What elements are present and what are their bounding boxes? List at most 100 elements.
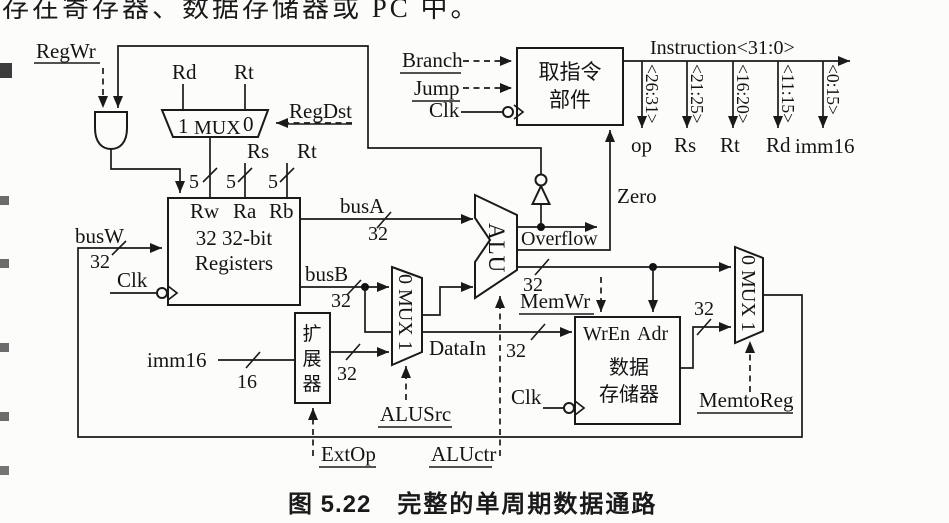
width-32: 32: [368, 223, 388, 245]
scan-artifact: [0, 196, 9, 205]
clock-wedge-icon: [574, 400, 586, 416]
registers-port-rw: Rw: [190, 199, 220, 223]
clock-bubble-icon: [502, 106, 514, 118]
busa-label: busA: [340, 194, 385, 218]
width-slash: [202, 167, 218, 183]
figure-caption: 图 5.22 完整的单周期数据通路: [288, 484, 657, 519]
memory-port-adr: Adr: [637, 323, 668, 345]
clk-registers-label: Clk: [117, 268, 148, 292]
busb-label: busB: [305, 262, 348, 286]
alusrc-label: ALUSrc: [380, 402, 451, 426]
width-slash: [346, 279, 362, 296]
registers-port-rb: Rb: [269, 199, 294, 223]
width-5: 5: [189, 171, 199, 193]
mux-memtoreg-label: 0 MUX 1: [737, 255, 759, 332]
clk-fetch-label: Clk: [429, 98, 460, 122]
width-32: 32: [523, 274, 543, 296]
width-slash: [530, 323, 546, 341]
width-slash: [345, 343, 361, 361]
memtoreg-label: MemtoReg: [699, 388, 794, 412]
scan-artifact: [0, 412, 9, 421]
regwr-label: RegWr: [36, 39, 96, 63]
figure-number: 图 5.22: [288, 491, 372, 518]
figure-title: 完整的单周期数据通路: [397, 491, 658, 518]
memory-line1: 数据: [609, 356, 649, 379]
field-name-rd: Rd: [766, 133, 791, 157]
width-5: 5: [226, 171, 236, 193]
wire-not-overflow-feedback: [113, 45, 542, 174]
width-32: 32: [694, 298, 714, 320]
extop-label: ExtOp: [321, 442, 376, 466]
width-32: 32: [331, 290, 351, 312]
aluctr-label: ALUctr: [431, 442, 496, 466]
alu-label: ALU: [484, 223, 509, 273]
rt-input-label: Rt: [234, 60, 254, 84]
width-slash: [245, 351, 261, 369]
memory-line2: 存储器: [599, 383, 659, 406]
register-file-block: [167, 197, 301, 306]
rd-input-label: Rd: [172, 60, 197, 84]
imm16-label: imm16: [147, 348, 207, 372]
inverter-gate: [530, 183, 552, 205]
wire-zero-to-fetch: [517, 130, 615, 251]
data-memory-block: [574, 316, 681, 425]
field-bits-rt: <16:20>: [733, 64, 753, 124]
width-32: 32: [506, 340, 526, 362]
zero-label: Zero: [617, 184, 657, 208]
field-name-rs: Rs: [674, 133, 696, 157]
memwr-label: MemWr: [520, 289, 590, 313]
clock-bubble-icon: [156, 287, 168, 299]
field-name-imm16: imm16: [795, 134, 855, 158]
wire-datain: [364, 287, 572, 337]
width-slash: [534, 258, 550, 276]
wire-and-to-registers-wren: [110, 149, 185, 193]
mux-regdst-input1: 1: [178, 114, 189, 138]
clock-wedge-icon: [167, 285, 179, 301]
fetch-unit-block: [516, 47, 624, 126]
registers-port-ra: Ra: [233, 199, 257, 223]
mux-regdst: [160, 109, 270, 138]
scan-artifact: [0, 259, 9, 268]
registers-line2: Registers: [195, 251, 273, 275]
extender-char2: 展: [302, 349, 321, 370]
mux-regdst-input0: 0: [243, 112, 254, 136]
branch-label: Branch: [402, 48, 463, 72]
wire-memory-out: [680, 322, 731, 369]
extender-block: [294, 312, 331, 404]
field-bits-rd: <11:15>: [778, 64, 798, 123]
width-slash: [111, 240, 127, 256]
overflow-label: Overflow: [521, 228, 598, 250]
registers-line1: 32 32-bit: [196, 226, 273, 250]
scan-artifact: [0, 63, 12, 78]
scan-artifact: [0, 343, 9, 352]
inverter-bubble-icon: [534, 173, 548, 187]
field-name-rt: Rt: [720, 133, 740, 157]
field-name-op: op: [631, 133, 652, 157]
memory-port-wren: WrEn: [583, 323, 630, 345]
mux-memtoreg: [734, 245, 764, 345]
width-slash: [696, 318, 712, 336]
width-5: 5: [268, 171, 278, 193]
field-bits-imm16: <0:15>: [823, 64, 843, 115]
extender-char3: 器: [302, 374, 321, 395]
rs-input-label: Rs: [247, 139, 269, 163]
mux-regdst-label: MUX: [194, 117, 241, 139]
width-slash: [279, 167, 295, 183]
wire-busw-writeback: [77, 243, 803, 438]
jump-label: Jump: [414, 76, 460, 100]
instruction-label: Instruction<31:0>: [650, 37, 795, 59]
width-32: 32: [90, 251, 110, 273]
extender-char1: 扩: [302, 323, 321, 345]
alu-block: [474, 193, 518, 300]
clk-memory-label: Clk: [511, 385, 542, 409]
and-gate: [94, 111, 128, 151]
busw-label: busW: [75, 224, 124, 248]
width-slash: [376, 211, 392, 229]
width-32: 32: [337, 363, 357, 385]
clock-wedge-icon: [513, 104, 525, 120]
field-bits-rs: <21:25>: [687, 64, 707, 124]
fetch-line1: 取指令: [539, 60, 602, 84]
scan-artifact: [0, 466, 9, 475]
